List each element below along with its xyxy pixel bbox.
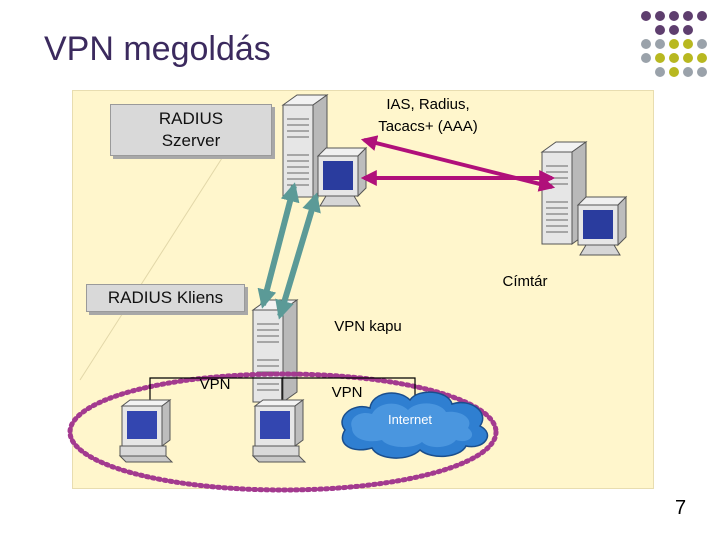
decorative-diagonal-line <box>79 129 241 381</box>
vpn-center-label: VPN <box>331 384 363 401</box>
vpn-gateway-server-icon <box>252 299 298 403</box>
page-number: 7 <box>675 497 687 519</box>
vpn-line-left <box>149 377 283 400</box>
vpn-client-pc-left-icon <box>119 399 173 463</box>
ias-monitor-icon <box>317 147 367 207</box>
radius-server-box: RADIUS Szerver <box>110 104 272 156</box>
vpn-left-label: VPN <box>199 376 231 393</box>
radius-link-right <box>275 192 321 320</box>
slide-title: VPN megoldás <box>44 30 271 68</box>
radius-client-box: RADIUS Kliens <box>86 284 245 312</box>
decorative-dot-grid <box>641 11 707 77</box>
internet-cloud-icon <box>341 391 489 459</box>
ias-label: IAS, Radius, Tacacs+ (AAA) <box>378 96 478 135</box>
vpn-line-right <box>282 377 416 400</box>
directory-monitor-icon <box>577 196 627 256</box>
radius-client-label: RADIUS Kliens <box>107 288 224 307</box>
vpn-gateway-label: VPN kapu <box>334 318 402 335</box>
directory-label: Címtár <box>502 273 548 290</box>
radius-server-label: RADIUS Szerver <box>158 109 224 150</box>
network-boundary-ellipse <box>67 371 499 493</box>
vpn-client-pc-center-icon <box>252 399 306 463</box>
internet-label: Internet <box>387 412 433 427</box>
